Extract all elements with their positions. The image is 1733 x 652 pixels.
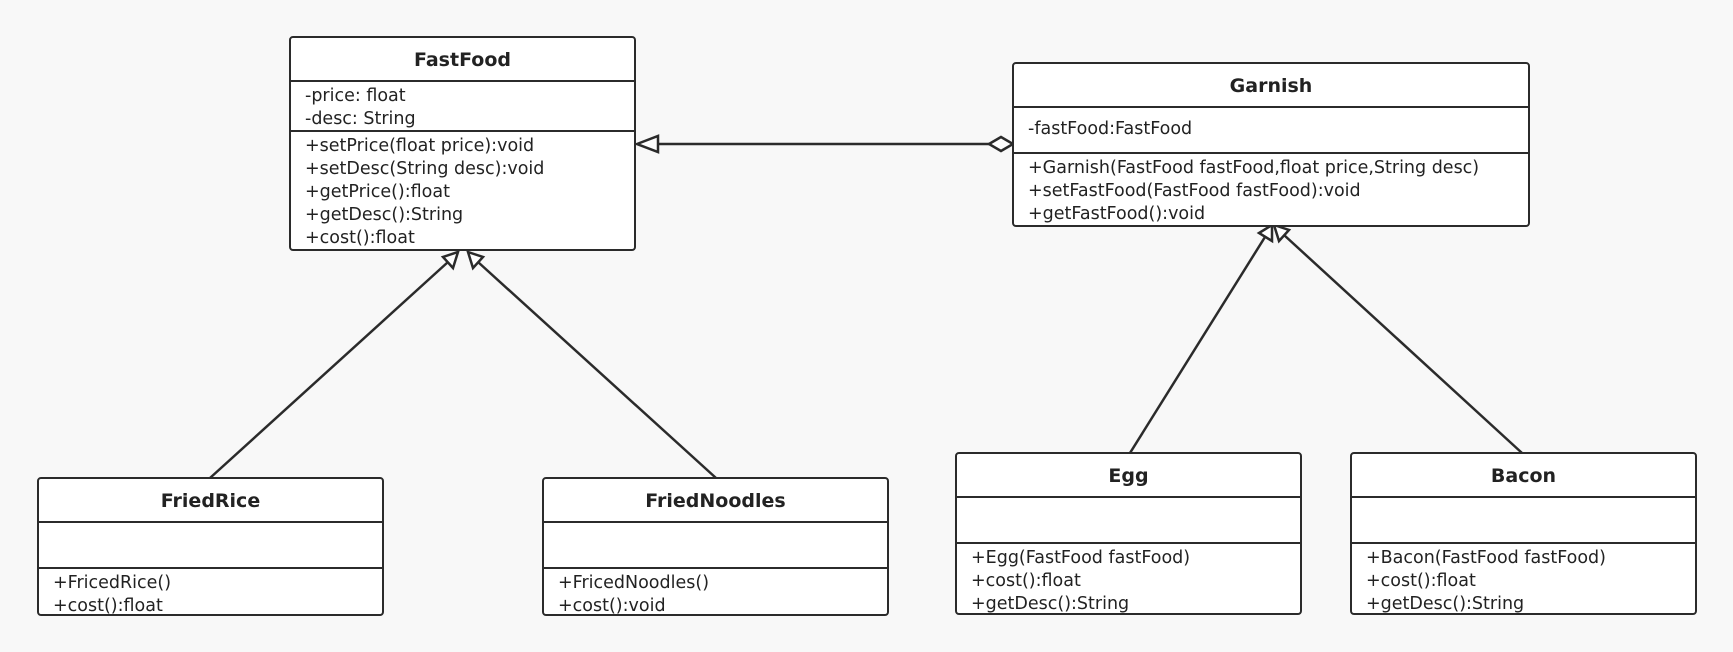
- class-friednoodles-attributes: [544, 523, 887, 569]
- class-friednoodles-name: FriedNoodles: [544, 479, 887, 523]
- class-fastfood-attributes: -price: float -desc: String: [291, 82, 634, 132]
- operation: +setDesc(String desc):void: [305, 159, 545, 179]
- attribute: -desc: String: [305, 109, 416, 129]
- operation: +FricedNoodles(): [558, 573, 710, 593]
- generalization-arrowhead-icon: [1272, 223, 1292, 244]
- class-bacon-operations: +Bacon(FastFood fastFood) +cost():float …: [1352, 544, 1695, 614]
- operation: +cost():void: [558, 596, 666, 616]
- class-friedrice-operations: +FricedRice() +cost():float: [39, 569, 382, 616]
- class-bacon: Bacon +Bacon(FastFood fastFood) +cost():…: [1350, 452, 1697, 615]
- operation: +Garnish(FastFood fastFood,float price,S…: [1028, 158, 1480, 178]
- class-egg: Egg +Egg(FastFood fastFood) +cost():floa…: [955, 452, 1302, 615]
- class-fastfood-operations: +setPrice(float price):void +setDesc(Str…: [291, 132, 634, 249]
- operation: +FricedRice(): [53, 573, 172, 593]
- class-friedrice-name: FriedRice: [39, 479, 382, 523]
- generalization-friednoodles-fastfood: [477, 261, 717, 479]
- class-egg-operations: +Egg(FastFood fastFood) +cost():float +g…: [957, 544, 1300, 614]
- operation: +Egg(FastFood fastFood): [971, 548, 1191, 568]
- operation: +getDesc():String: [971, 594, 1130, 614]
- operation: +Bacon(FastFood fastFood): [1366, 548, 1606, 568]
- class-bacon-name: Bacon: [1352, 454, 1695, 498]
- class-friednoodles: FriedNoodles +FricedNoodles() +cost():vo…: [542, 477, 889, 616]
- attribute: -price: float: [305, 86, 406, 106]
- operation: +setPrice(float price):void: [305, 136, 535, 156]
- class-friednoodles-operations: +FricedNoodles() +cost():void: [544, 569, 887, 616]
- generalization-arrowhead-icon: [1256, 222, 1274, 244]
- class-friedrice-attributes: [39, 523, 382, 569]
- operation: +cost():float: [1366, 571, 1476, 591]
- attribute: -fastFood:FastFood: [1028, 119, 1193, 139]
- aggregation-diamond-icon: [986, 135, 1016, 153]
- class-bacon-attributes: [1352, 498, 1695, 544]
- operation: +getDesc():String: [305, 205, 464, 225]
- operation: +cost():float: [971, 571, 1081, 591]
- generalization-arrowhead-icon: [466, 250, 486, 271]
- generalization-arrowhead-icon: [440, 250, 460, 271]
- class-egg-attributes: [957, 498, 1300, 544]
- operation: +cost():float: [305, 228, 415, 248]
- class-garnish-operations: +Garnish(FastFood fastFood,float price,S…: [1014, 154, 1528, 225]
- generalization-friedrice-fastfood: [209, 261, 449, 479]
- class-garnish-name: Garnish: [1014, 64, 1528, 108]
- class-egg-name: Egg: [957, 454, 1300, 498]
- class-garnish: Garnish -fastFood:FastFood +Garnish(Fast…: [1012, 62, 1530, 227]
- class-friedrice: FriedRice +FricedRice() +cost():float: [37, 477, 384, 616]
- generalization-arrowhead-icon: [633, 134, 660, 154]
- class-fastfood-name: FastFood: [291, 38, 634, 82]
- operation: +getDesc():String: [1366, 594, 1525, 614]
- generalization-bacon-garnish: [1283, 234, 1523, 454]
- class-fastfood: FastFood -price: float -desc: String +se…: [289, 36, 636, 251]
- class-garnish-attributes: -fastFood:FastFood: [1014, 108, 1528, 154]
- operation: +setFastFood(FastFood fastFood):void: [1028, 181, 1361, 201]
- operation: +cost():float: [53, 596, 163, 616]
- operation: +getPrice():float: [305, 182, 450, 202]
- operation: +getFastFood():void: [1028, 204, 1206, 224]
- generalization-egg-garnish: [1128, 236, 1267, 454]
